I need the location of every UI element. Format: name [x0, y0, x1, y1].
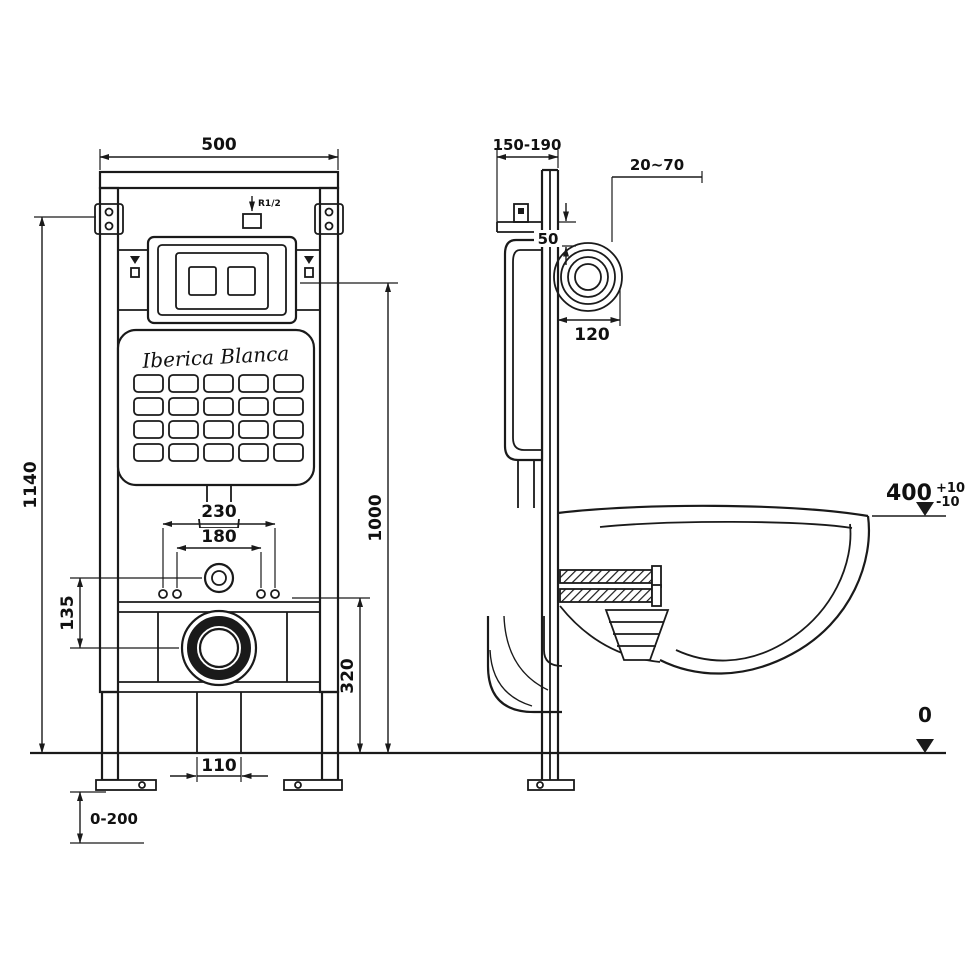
frame-right-rail — [318, 186, 340, 694]
fixing-hole — [324, 221, 334, 231]
dim-rim-height: 400 — [886, 481, 932, 506]
foot-hole — [294, 781, 302, 789]
plate-side-mark-icon — [130, 256, 140, 264]
dim-width: 500 — [201, 135, 237, 155]
dimensions-front: 500 1140 1000 320 230 180 — [21, 135, 398, 844]
fixing-hole — [104, 207, 114, 217]
leg-left — [100, 690, 120, 782]
drain-ring — [187, 616, 251, 680]
fixing-bolt-hole — [172, 589, 182, 599]
fixing-rods — [559, 565, 662, 607]
flush-plate-inner — [157, 244, 287, 316]
inlet-circle-inner — [211, 570, 227, 586]
tank-grid — [133, 374, 304, 462]
flush-button-large — [227, 266, 256, 296]
frame-top-bar — [98, 170, 340, 190]
dim-flush-height: 1000 — [366, 494, 386, 541]
foot-plate-side — [527, 779, 575, 791]
plate-side-mark — [304, 267, 314, 278]
cistern-tank: Iberica Blanca — [116, 328, 316, 487]
legs — [95, 690, 343, 791]
toilet-bowl — [557, 504, 870, 675]
flush-plate-outer — [146, 235, 298, 325]
fixing-bolt-hole — [158, 589, 168, 599]
inlet-circle — [203, 562, 235, 594]
foot-hole — [138, 781, 146, 789]
drain-elbow — [486, 615, 563, 714]
dim-total-height: 1140 — [21, 461, 41, 508]
dim-pipe-width: 110 — [201, 756, 237, 776]
front-view: R1/2 Iberica Blanca — [21, 135, 398, 844]
dim-wall-finish: 20~70 — [630, 156, 684, 174]
tank-body — [116, 328, 316, 487]
dim-inlet-drop: 135 — [58, 595, 78, 631]
supply-thread-label: R1/2 — [258, 199, 281, 209]
cistern-profile — [503, 238, 544, 508]
corrugated-connector — [553, 242, 623, 312]
foot-plate-right — [283, 779, 343, 791]
leg-right — [320, 690, 340, 782]
dim-bracket-offset: 50 — [538, 230, 559, 248]
supply-fitting — [242, 213, 262, 229]
fixing-hole — [324, 207, 334, 217]
dim-outlet-height: 320 — [338, 658, 358, 694]
frame-left-rail — [98, 186, 120, 694]
dim-foot-adjust: 0-200 — [90, 810, 138, 828]
level-triangle-icon — [916, 739, 934, 753]
drain-inner — [198, 627, 240, 669]
fixing-bolt-hole — [256, 589, 266, 599]
bracket-bolt-head — [518, 208, 524, 214]
side-view: 150-190 20~70 50 120 400 +10 -10 0 — [486, 136, 965, 791]
dim-bolt-outer: 230 — [201, 502, 237, 522]
level-triangle-icon — [916, 502, 934, 516]
bracket-bolt — [513, 203, 529, 223]
plate-side-mark-icon — [304, 256, 314, 264]
dimensions-side: 150-190 20~70 50 120 400 +10 -10 0 — [493, 136, 965, 753]
dim-frame-depth: 150-190 — [493, 136, 562, 154]
dim-floor-level: 0 — [918, 703, 932, 727]
flush-plate-panel — [175, 252, 269, 310]
outlet-cone — [604, 609, 670, 661]
fixing-bolt-hole — [270, 589, 280, 599]
foot-hole — [536, 781, 544, 789]
foot-plate-left — [95, 779, 157, 791]
flush-plate — [118, 235, 320, 325]
drain-fitting — [180, 609, 258, 753]
flush-button-small — [188, 266, 217, 296]
fixing-plate-left — [94, 203, 124, 235]
dim-rim-tol-minus: -10 — [936, 495, 960, 510]
plate-side-mark — [130, 267, 140, 278]
dim-connector-length: 120 — [574, 325, 610, 345]
fixing-plate-right — [314, 203, 344, 235]
dim-rim-tol-plus: +10 — [936, 481, 965, 496]
frame — [94, 170, 344, 694]
dim-bolt-inner: 180 — [201, 527, 237, 547]
water-supply-connection: R1/2 — [242, 196, 281, 229]
fixing-hole — [104, 221, 114, 231]
